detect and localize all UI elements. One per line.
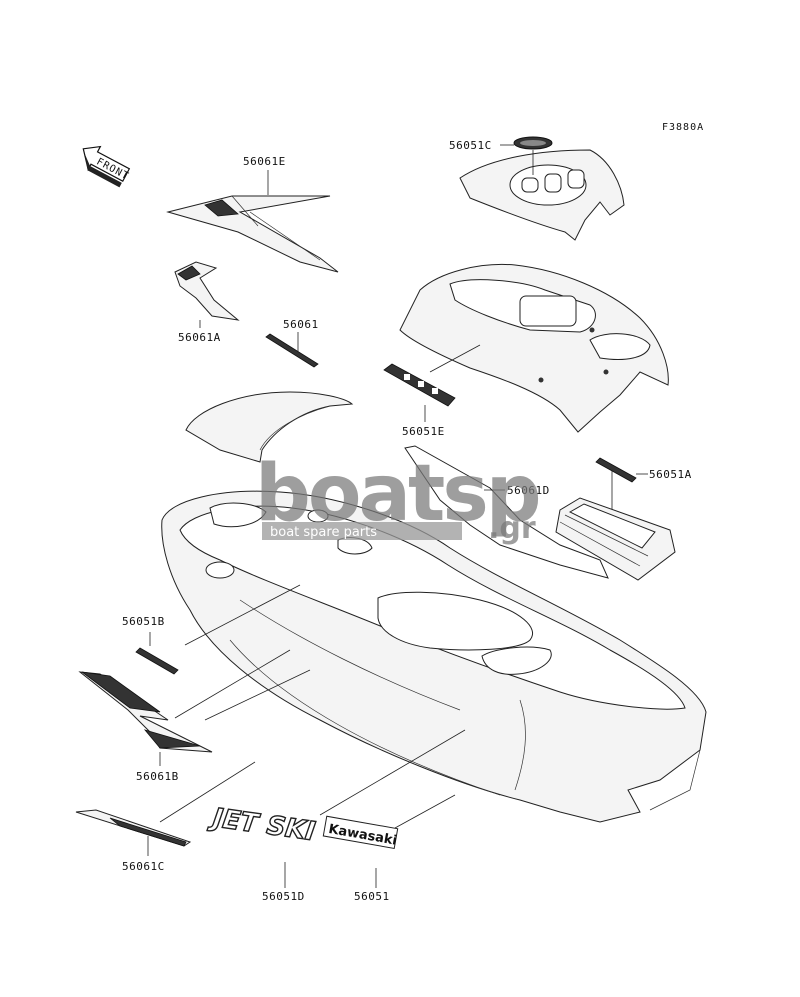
part-label-56051D: 56051D (262, 890, 305, 903)
decal-56051D[interactable]: JET SKI (205, 802, 318, 848)
part-label-56061A: 56061A (178, 331, 221, 344)
decal-56061A[interactable] (174, 261, 240, 321)
leader-56051E-2 (429, 344, 481, 373)
watermark-suffix: .gr (488, 511, 536, 546)
decal-56051E[interactable] (383, 363, 456, 407)
hull[interactable] (161, 490, 707, 823)
decal-56061E[interactable] (166, 195, 339, 273)
part-label-56061D: 56061D (507, 484, 550, 497)
leader-56061C-2 (159, 761, 256, 823)
storage-lid[interactable] (555, 497, 676, 581)
watermark-tagline: boat spare parts (270, 525, 377, 540)
leader-56061B-3 (204, 669, 311, 721)
emblem-56051B[interactable] (135, 647, 179, 675)
part-label-56051: 56051 (354, 890, 390, 903)
leader-56051-2 (394, 794, 456, 829)
emblem-56051A[interactable] (595, 457, 637, 483)
watermark: boatsp boat spare parts .gr (255, 449, 542, 546)
part-label-56051B: 56051B (122, 615, 165, 628)
decal-56061C[interactable] (75, 809, 192, 847)
decal-56061D[interactable] (404, 445, 609, 579)
part-label-56061C: 56061C (122, 860, 165, 873)
part-label-56051A: 56051A (649, 468, 692, 481)
part-label-56051E: 56051E (402, 425, 445, 438)
handlebar-cover[interactable] (459, 149, 625, 241)
part-label-56061: 56061 (283, 318, 319, 331)
seat-cover[interactable] (185, 391, 354, 463)
steering-console[interactable] (399, 264, 669, 433)
part-label-56061E: 56061E (243, 155, 286, 168)
front-arrow-icon: FRONT (82, 145, 131, 188)
jetski-decal-text: JET SKI (206, 803, 317, 848)
decal-56061[interactable] (265, 333, 319, 368)
decal-56061B[interactable] (78, 671, 213, 753)
decal-56051[interactable]: Kawasaki (322, 815, 399, 850)
leader-56051D-2 (319, 729, 466, 816)
leader-56061B-2 (174, 649, 291, 719)
leader-56051B-2 (184, 584, 301, 646)
part-label-56061B: 56061B (136, 770, 179, 783)
figure-code: F3880A (662, 122, 704, 133)
part-label-56051C: 56051C (449, 139, 492, 152)
emblem-56051C[interactable] (513, 136, 553, 150)
